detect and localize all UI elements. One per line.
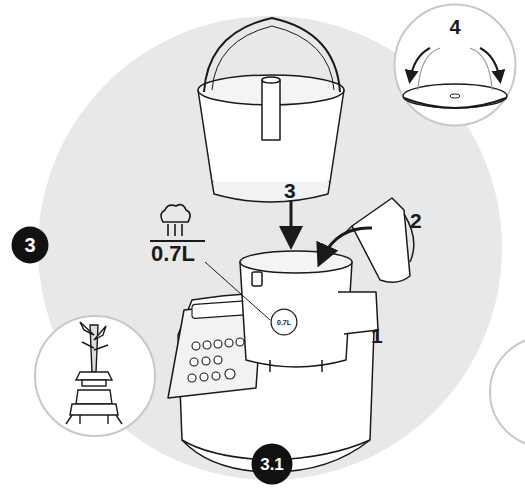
callout-number: 1	[371, 325, 383, 346]
fraction-line	[150, 240, 205, 242]
partial-inset	[490, 337, 525, 447]
step-badge: 3	[11, 226, 49, 264]
node-text: 0.7L	[277, 319, 291, 326]
capacity-sticker: 0.7L	[270, 308, 298, 336]
blade-inset	[35, 316, 155, 436]
callout-number: 2	[410, 210, 422, 231]
panel-buttons	[188, 301, 248, 382]
insert-arrow	[290, 200, 293, 244]
measuring-jug	[352, 198, 410, 282]
detail-inset: 4	[393, 3, 517, 127]
leader-line	[205, 262, 270, 320]
bowl	[240, 262, 352, 367]
step-badge: 3.1	[251, 443, 293, 485]
node-text: 3.1	[260, 456, 284, 473]
callout-number: 3	[284, 180, 296, 201]
node-text: 3	[24, 235, 35, 255]
steam-icon	[161, 205, 190, 236]
capacity-label: 0.7L	[151, 243, 195, 265]
node-text: 4	[449, 17, 460, 37]
pour-arrow	[320, 228, 372, 262]
